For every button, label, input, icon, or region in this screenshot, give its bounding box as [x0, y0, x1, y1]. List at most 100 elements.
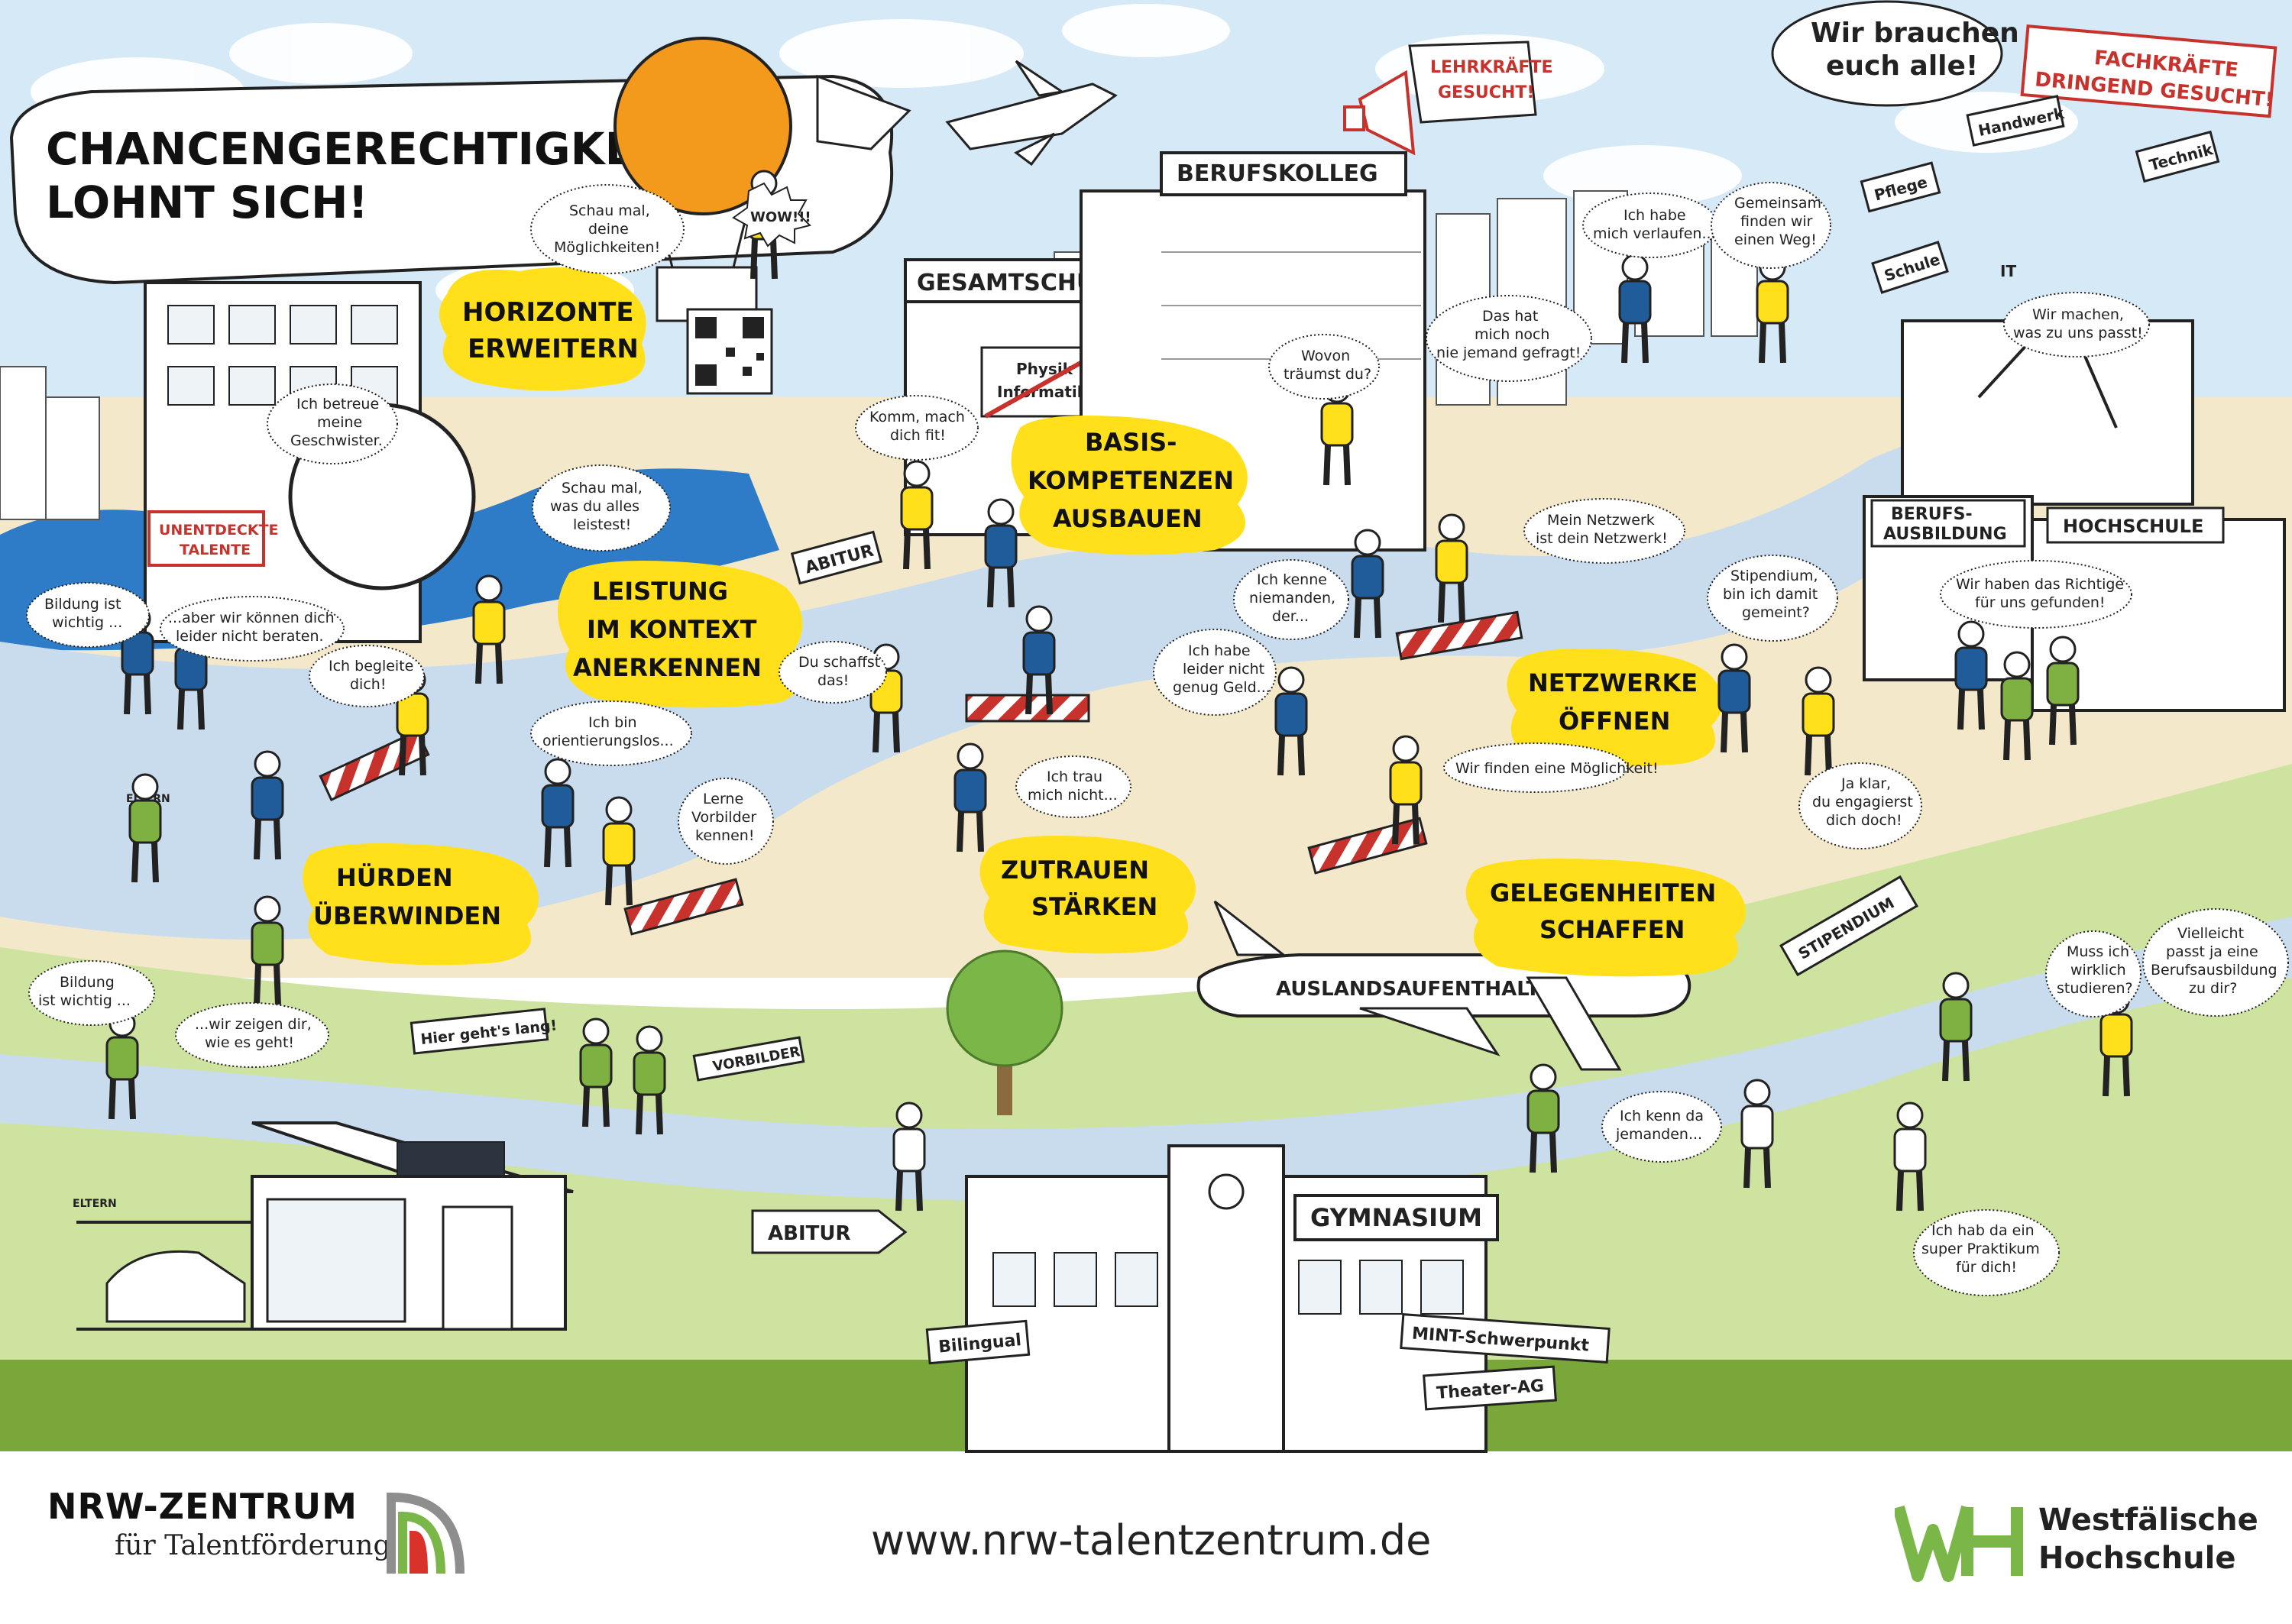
bubble-bildung2-1: Bildung — [60, 974, 115, 991]
bubble-bildung-2: Bildung ist wichtig ... — [28, 960, 155, 1026]
abitur-signs: ABITUR ABITUR — [751, 530, 908, 1254]
airplane-auslandsaufenthalt: AUSLANDSAUFENTHALT — [1196, 900, 1691, 1071]
bubble-gefragt-1: Das hat — [1482, 308, 1538, 325]
bubble-zeigen-2: wie es geht! — [205, 1034, 294, 1051]
bubble-moeglichkeit: Wir finden eine Möglichkeit! — [1443, 742, 1659, 793]
person-figure — [2046, 636, 2080, 746]
bubble-richtige-1: Wir haben das Richtige — [1956, 576, 2124, 593]
callout-huerden-line-2: ÜBERWINDEN — [313, 901, 501, 930]
bubble-beraten: ...aber wir können dich leider nicht ber… — [160, 596, 345, 662]
bubble-praktikum-1: Ich hab da ein — [1931, 1222, 2035, 1239]
bubble-vielleicht: Vielleicht passt ja eine Berufsausbildun… — [2142, 908, 2289, 1017]
bubble-netzwerk: Mein Netzwerk ist dein Netzwerk! — [1523, 498, 1685, 564]
person-figure — [579, 1017, 613, 1127]
bubble-schaffst-1: Du schaffst — [798, 654, 880, 671]
bubble-sm-1: Schau mal, — [569, 202, 650, 219]
callout-horizonte: HORIZONTE ERWEITERN — [439, 267, 646, 391]
bubble-studieren-2: wirklich — [2070, 962, 2126, 979]
callout-gelegenheiten-line-1: GELEGENHEITEN — [1490, 878, 1716, 907]
person-figure — [1526, 1063, 1560, 1173]
bubble-bildung-1: Bildung ist wichtig ... — [26, 582, 150, 648]
person-figure — [2000, 651, 2034, 761]
bubble-zeigen-1: ...wir zeigen dir, — [195, 1016, 312, 1033]
person-figure — [1717, 643, 1751, 753]
bubble-beraten-1: ...aber wir können dich — [168, 610, 335, 626]
bubble-komm: Komm, mach dich fit! — [855, 395, 979, 461]
callout-netzwerke: NETZWERKE ÖFFNEN — [1507, 649, 1723, 767]
bubble-geld: Ich habe leider nicht genug Geld... — [1153, 629, 1277, 716]
person-figure — [1351, 529, 1384, 639]
bubble-leistest-2: was du alles — [550, 498, 639, 515]
bubble-stipendium-1: Stipendium, — [1730, 568, 1818, 584]
person-figure — [251, 895, 284, 1005]
callout-leistung-line-3: ANERKENNEN — [573, 653, 762, 682]
bubble-wow: WOW!!! — [732, 182, 811, 247]
berufsausbildung-label-1: BERUFS- — [1891, 505, 1973, 524]
wow-label: WOW!!! — [750, 209, 811, 225]
westfaelische-hochschule-logo[interactable]: Westfälische Hochschule — [1895, 1493, 2277, 1593]
bubble-netzwerk-1: Mein Netzwerk — [1547, 512, 1655, 529]
abitur-arrow-sign: ABITUR — [768, 1222, 850, 1245]
bubble-beraten-2: leider nicht beraten. — [176, 628, 324, 645]
bubble-verlaufen: Ich habe mich verlaufen... — [1582, 192, 1718, 258]
callout-netzwerke-line-1: NETZWERKE — [1528, 668, 1698, 697]
nrw-zentrum-logo[interactable]: NRW-ZENTRUM für Talentförderung — [47, 1486, 475, 1593]
callout-gelegenheiten: GELEGENHEITEN SCHAFFEN — [1465, 859, 1746, 977]
callout-basis-line-2: KOMPETENZEN — [1028, 466, 1234, 495]
bubble-praktikum-2: super Praktikum — [1921, 1241, 2040, 1257]
river — [0, 428, 1986, 940]
bubble-wir-brauchen-1: Wir brauchen — [1811, 18, 2019, 49]
bubble-kenne-3: der... — [1272, 608, 1309, 625]
it-label: IT — [2000, 262, 2016, 280]
nrw-signal-icon — [387, 1492, 465, 1574]
bubble-lerne-3: kennen! — [695, 827, 754, 844]
callout-basis-line-1: BASIS- — [1085, 428, 1177, 457]
person-figure — [128, 773, 162, 883]
building-gymnasium: GYMNASIUM Bilingual MINT-Schwerpunkt The… — [925, 1144, 1611, 1453]
person-figure — [900, 460, 934, 570]
bubble-betreue: Ich betreue meine Geschwister. — [267, 383, 398, 464]
bubble-kenne-1: Ich kenne — [1257, 571, 1327, 588]
bubble-komm-2: dich fit! — [890, 427, 946, 444]
bubble-begleite-2: dich! — [350, 676, 386, 693]
bubble-gemeinsam: Gemeinsam finden wir einen Weg! — [1711, 182, 1831, 269]
person-figure — [1022, 605, 1056, 715]
bubble-begleite-1: Ich begleite — [329, 658, 413, 675]
bubble-sm-2: deine — [588, 221, 629, 238]
bubble-orient-1: Ich bin — [588, 714, 637, 731]
bubble-lerne: Lerne Vorbilder kennen! — [678, 778, 774, 865]
bubble-geld-2: leider nicht — [1183, 661, 1264, 678]
bubble-studieren-3: studieren? — [2057, 980, 2133, 997]
bubble-vielleicht-3: Berufsausbildung — [2151, 962, 2277, 979]
bubble-betreue-3: Geschwister. — [290, 432, 383, 449]
auslandsaufenthalt-label: AUSLANDSAUFENTHALT — [1276, 978, 1540, 1001]
callout-basis-line-3: AUSBAUEN — [1053, 504, 1203, 533]
bubble-wir-brauchen: Wir brauchen euch alle! — [1771, 0, 2019, 107]
bubble-wir-brauchen-2: euch alle! — [1826, 50, 1978, 82]
person-figure — [984, 498, 1018, 608]
bubble-komm-1: Komm, mach — [869, 409, 965, 425]
bubble-gemeinsam-1: Gemeinsam — [1734, 195, 1821, 212]
person-figure — [251, 750, 284, 860]
callout-leistung-line-1: LEISTUNG — [592, 577, 728, 606]
bubble-gefragt: Das hat mich noch nie jemand gefragt! — [1426, 295, 1592, 382]
bubble-lerne-2: Vorbilder — [691, 809, 756, 826]
bubble-schaffst: Du schaffst das! — [779, 641, 887, 704]
berufsausbildung-label-2: AUSBILDUNG — [1883, 525, 2007, 544]
partner-name-1: Westfälische — [2038, 1503, 2258, 1538]
bubble-kenne: Ich kenne niemanden, der... — [1233, 559, 1349, 640]
website-url[interactable]: www.nrw-talentzentrum.de — [871, 1516, 1432, 1564]
family-house — [76, 1121, 574, 1331]
bubble-gemeinsam-3: einen Weg! — [1734, 231, 1817, 248]
bubble-jaklar-1: Ja klar, — [1840, 775, 1891, 792]
person-figure — [1389, 735, 1423, 845]
person-figure — [1618, 254, 1652, 364]
bubble-zeigen: ...wir zeigen dir, wie es geht! — [175, 1002, 329, 1068]
org-name: NRW-ZENTRUM — [47, 1486, 358, 1527]
bubble-schaffst-2: das! — [817, 672, 849, 689]
bubble-geld-3: genug Geld... — [1173, 679, 1271, 696]
lehrkraefte-label: LEHRKRÄFTE — [1430, 57, 1552, 77]
megaphone: LEHRKRÄFTE GESUCHT! — [1343, 40, 1552, 156]
bubble-schau-moeglichkeiten: Schau mal, deine Möglichkeiten! — [530, 184, 685, 274]
person-figure — [1939, 972, 1973, 1082]
